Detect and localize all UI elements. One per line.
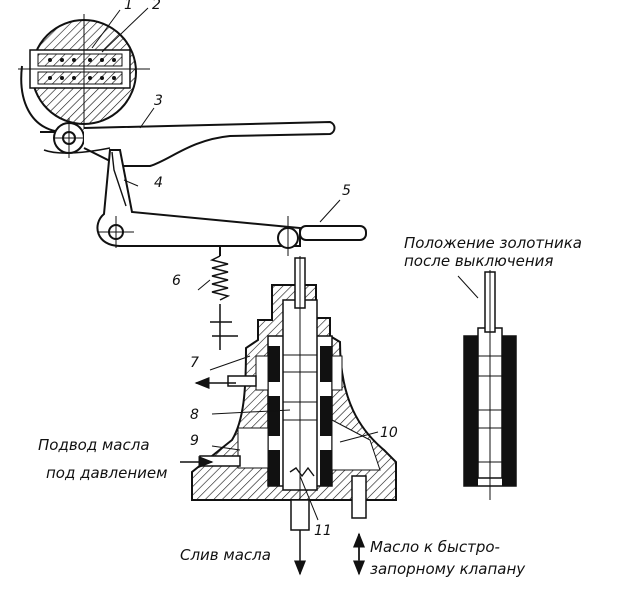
detail-circle xyxy=(18,7,150,133)
part-number-6: 6 xyxy=(172,273,181,289)
part-number-9: 9 xyxy=(190,433,199,449)
spool-position-label-line2: после выключения xyxy=(404,252,554,270)
spool-position-label-line1: Положение золотника xyxy=(404,234,582,252)
oil-drain-label: Слив масла xyxy=(180,546,271,564)
lever-3 xyxy=(43,107,336,167)
oil-to-valve-label-line2: запорному клапану xyxy=(370,560,526,578)
spring-6 xyxy=(197,246,238,350)
part-number-7: 7 xyxy=(190,355,199,371)
part-number-11: 11 xyxy=(314,523,332,539)
valve-body xyxy=(191,256,397,531)
part-number-4: 4 xyxy=(154,175,163,191)
oil-supply-label-line1: Подвод масла xyxy=(38,436,150,454)
part-number-8: 8 xyxy=(190,407,199,423)
part-number-3: 3 xyxy=(154,93,163,109)
lever-4-5 xyxy=(96,149,367,256)
part-number-2: 2 xyxy=(152,0,161,13)
part-number-10: 10 xyxy=(380,425,398,441)
spool-after-shutdown xyxy=(457,270,517,500)
part-number-5: 5 xyxy=(342,183,351,199)
flow-arrows xyxy=(180,377,365,576)
oil-to-valve-label-line1: Масло к быстро- xyxy=(370,538,500,556)
oil-supply-label-line2: под давлением xyxy=(46,464,168,482)
part-number-1: 1 xyxy=(124,0,133,13)
